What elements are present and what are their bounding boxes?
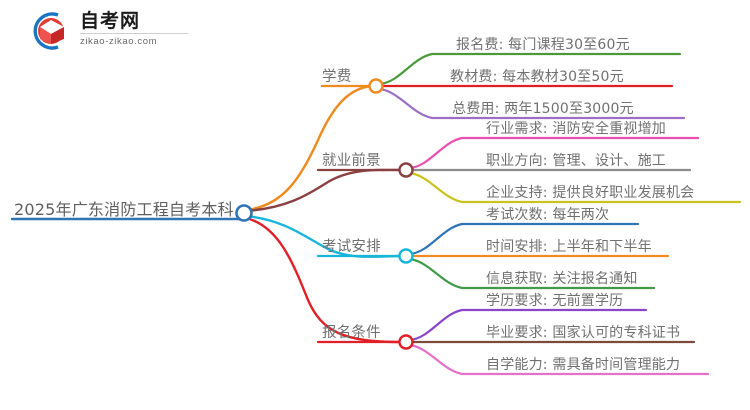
logo-name: 自考网 — [80, 10, 141, 32]
logo-mark-icon — [33, 12, 64, 50]
root-node-circle — [235, 204, 253, 222]
branch-node-circle-2 — [398, 248, 414, 264]
leaf-label-baomingfei[interactable]: 报名费: 每门课程30至60元 — [456, 37, 630, 53]
site-logo: 自考网 zikao-zikao.com — [28, 8, 188, 54]
leaf-label-zixue-nengli[interactable]: 自学能力: 需具备时间管理能力 — [486, 357, 681, 373]
branch-node-circle-1 — [398, 162, 414, 178]
leaf-label-zhiye-fangxiang[interactable]: 职业方向: 管理、设计、施工 — [486, 153, 666, 169]
logo-divider — [80, 33, 188, 34]
branch-label-jiuye-qianjing[interactable]: 就业前景 — [322, 153, 381, 169]
leaf-label-xueli-yaoqiu[interactable]: 学历要求: 无前置学历 — [486, 293, 624, 309]
branch-label-baoming-tiaojian[interactable]: 报名条件 — [322, 325, 381, 341]
leaf-label-biye-yaoqiu[interactable]: 毕业要求: 国家认可的专科证书 — [486, 325, 681, 341]
leaf-label-hangye-xuqiu[interactable]: 行业需求: 消防安全重视增加 — [486, 121, 666, 137]
branch-node-circle-3 — [398, 334, 414, 350]
branch-node-circle-0 — [368, 78, 384, 94]
logo-url: zikao-zikao.com — [80, 36, 158, 47]
branch-label-xuefei[interactable]: 学费 — [322, 69, 352, 85]
branch-label-kaoshi-anpai[interactable]: 考试安排 — [322, 239, 381, 255]
leaf-label-jiaocaifei[interactable]: 教材费: 每本教材30至50元 — [450, 69, 624, 85]
leaf-label-kaoshi-cishu[interactable]: 考试次数: 每年两次 — [486, 207, 610, 223]
leaf-label-shijian-anpai[interactable]: 时间安排: 上半年和下半年 — [486, 239, 652, 255]
leaf-label-zongfeiyong[interactable]: 总费用: 两年1500至3000元 — [452, 101, 634, 117]
root-node-label[interactable]: 2025年广东消防工程自考本科 — [14, 200, 234, 219]
logo-text-block: 自考网 zikao-zikao.com — [80, 10, 190, 47]
leaf-label-xinxi-huoqu[interactable]: 信息获取: 关注报名通知 — [486, 271, 638, 287]
leaf-label-qiye-zhichi[interactable]: 企业支持: 提供良好职业发展机会 — [486, 185, 695, 201]
